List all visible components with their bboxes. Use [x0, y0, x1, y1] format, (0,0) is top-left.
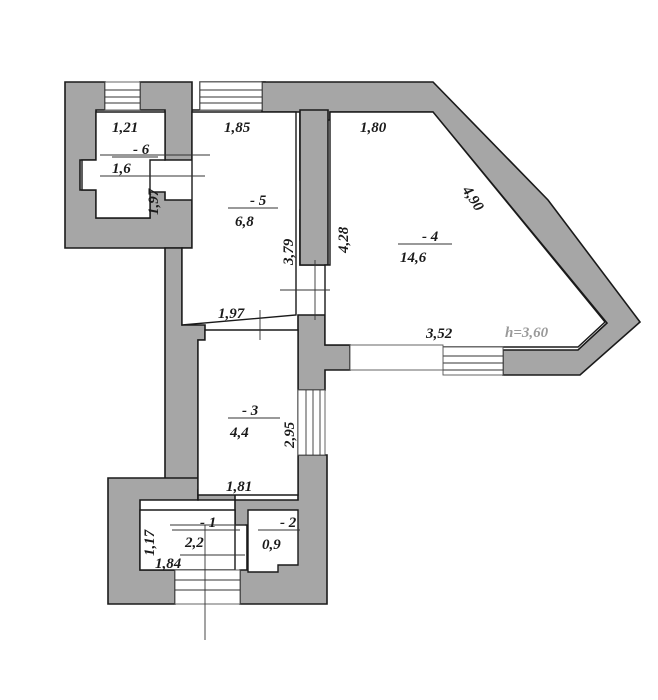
axis-lines	[100, 154, 330, 640]
room-interiors	[81, 111, 606, 573]
room-2-number: - 2	[280, 515, 297, 531]
dim-1-81: 1,81	[226, 479, 252, 495]
room-6-area: 1,6	[112, 161, 131, 177]
dim-1-84: 1,84	[155, 556, 182, 572]
room-labels: - 6 1,6 - 5 6,8 - 4 14,6 - 3 4,4 - 1 2,2…	[112, 142, 452, 553]
dim-1-80: 1,80	[360, 120, 387, 136]
dim-2-95: 2,95	[282, 421, 298, 449]
dim-1-97-horizontal: 1,97	[218, 306, 245, 322]
room-3-number: - 3	[242, 403, 259, 419]
windows	[104, 81, 504, 605]
room-4-number: - 4	[422, 229, 439, 245]
dim-1-17: 1,17	[142, 529, 158, 556]
room-5-area: 6,8	[235, 214, 254, 230]
dim-3-52: 3,52	[425, 326, 453, 342]
dim-1-85: 1,85	[224, 120, 251, 136]
room-6-number: - 6	[133, 142, 150, 158]
room-2-area: 0,9	[262, 537, 281, 553]
dim-4-28: 4,28	[336, 226, 352, 254]
dim-3-79: 3,79	[281, 238, 297, 266]
room-1-number: - 1	[200, 515, 216, 531]
dim-1-97-vertical: 1,97	[146, 188, 162, 215]
ceiling-height: h=3,60	[505, 325, 549, 341]
room-1-area: 2,2	[184, 535, 204, 551]
dim-1-21: 1,21	[112, 120, 138, 136]
room-3-area: 4,4	[229, 425, 249, 441]
room-4-area: 14,6	[400, 250, 427, 266]
room-5-number: - 5	[250, 193, 267, 209]
